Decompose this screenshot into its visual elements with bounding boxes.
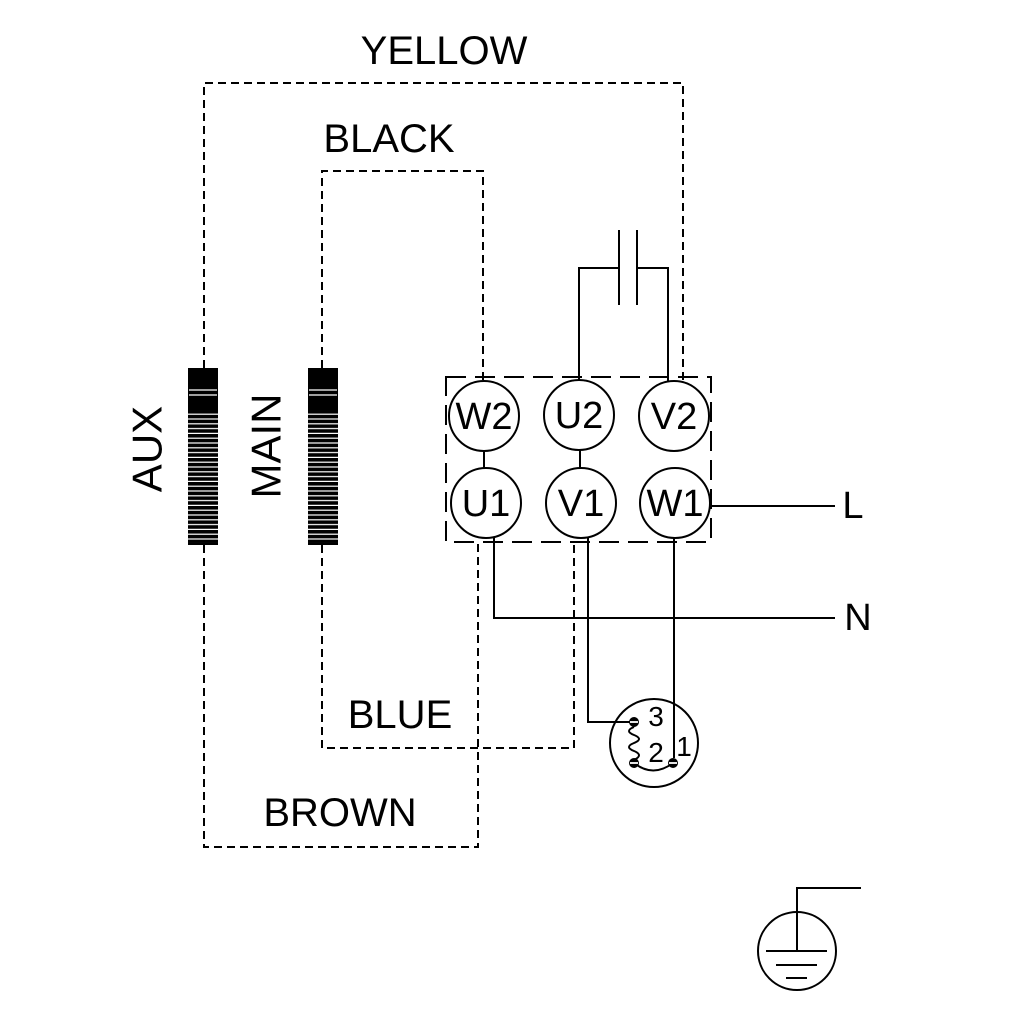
neutral-n-label: N [844, 597, 871, 639]
terminal-block-border [445, 376, 712, 543]
capacitor-symbol [578, 230, 669, 382]
ground-lead-wire [796, 887, 861, 951]
terminal-u1-circle [450, 467, 522, 539]
black-wire-label: BLACK [323, 117, 454, 161]
blue-wire-path [321, 542, 575, 749]
terminal-w2-label: W2 [456, 396, 513, 438]
yellow-wire-label: YELLOW [361, 29, 528, 73]
terminal-v1-circle [545, 467, 617, 539]
earth-ground-symbol [757, 887, 861, 991]
neutral-n-wire [493, 537, 835, 619]
thermal-protector: 3 2 1 [587, 537, 699, 788]
aux-winding-label: AUX [124, 406, 171, 492]
blue-wire-label: BLUE [348, 693, 453, 737]
protector-terminal-3-label: 3 [648, 701, 664, 732]
terminal-v2-label: V2 [651, 396, 697, 438]
v1-to-protector-wire [587, 537, 630, 723]
ground-circle [757, 911, 837, 991]
brown-wire-label: BROWN [263, 791, 416, 835]
brown-wire-path [203, 542, 479, 848]
line-l-label: L [842, 485, 863, 527]
terminal-v1-label: V1 [558, 483, 604, 525]
terminal-u2-circle [543, 379, 615, 451]
aux-winding-coil [188, 368, 218, 545]
protector-terminal-1-label: 1 [676, 731, 692, 762]
yellow-wire-path [203, 82, 684, 382]
main-winding-coil [308, 368, 338, 545]
terminal-u2-label: U2 [555, 395, 604, 437]
aux-coil-hatch [188, 410, 218, 543]
terminal-w2-circle [448, 380, 520, 452]
black-wire-path [321, 170, 484, 381]
protector-heater-squiggle [628, 726, 640, 761]
protector-terminal-2-label: 2 [648, 737, 664, 768]
terminal-u1-label: U1 [462, 483, 511, 525]
capacitor-lead-left [578, 267, 619, 380]
main-coil-hatch [308, 410, 338, 543]
main-winding-label: MAIN [243, 394, 290, 499]
terminal-block: W2 U2 V2 U1 V1 W1 [445, 376, 712, 543]
terminal-v2-circle [638, 380, 710, 452]
capacitor-lead-right [637, 267, 669, 382]
terminal-w1-label: W1 [647, 483, 704, 525]
